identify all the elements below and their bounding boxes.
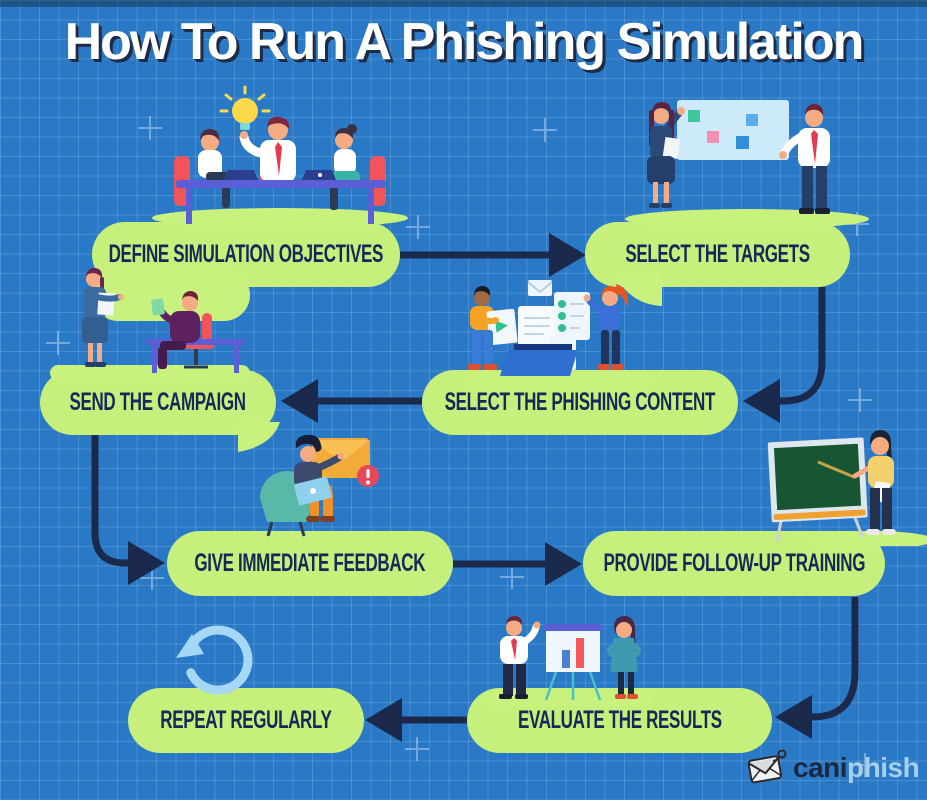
illustration-evaluate (484, 616, 654, 706)
illustration-training (767, 430, 927, 546)
brand-logo: caniphish (746, 748, 920, 788)
envelope-hook-logo-icon (747, 749, 787, 784)
brand-wordmark: caniphish (793, 752, 920, 783)
sticky-board (677, 100, 789, 160)
arrow-targets-to-content-line (779, 287, 826, 405)
arrowhead-to-repeat (365, 698, 402, 742)
page-title: How To Run A Phishing Simulation (64, 13, 865, 71)
lightbulb-icon (219, 85, 271, 130)
step-pill-give-feedback: GIVE IMMEDIATE FEEDBACK (167, 531, 453, 596)
step-label: SELECT THE PHISHING CONTENT (444, 388, 716, 416)
arrowhead-to-send (281, 379, 318, 423)
arrowhead-to-training (545, 542, 582, 586)
illustration-target-board (625, 100, 869, 226)
illustration-phishing-content (464, 272, 662, 386)
arrow-training-to-evaluate-line (811, 597, 859, 721)
arrowhead-to-feedback (128, 541, 165, 585)
step-label: SELECT THE TARGETS (625, 240, 810, 268)
folder-icon (500, 344, 578, 376)
arrowhead-to-content (743, 379, 780, 423)
step-pill-repeat-regularly: REPEAT REGULARLY (128, 688, 364, 753)
step-label: PROVIDE FOLLOW-UP TRAINING (603, 549, 865, 577)
step-label: SEND THE CAMPAIGN (69, 388, 247, 416)
illustration-send-campaign (50, 268, 250, 381)
step-label: EVALUATE THE RESULTS (517, 706, 722, 734)
email-icon (527, 280, 553, 296)
illustration-team-meeting (152, 85, 408, 226)
blackboard (767, 437, 868, 543)
arrowhead-to-targets (549, 233, 586, 277)
illustration-feedback (238, 422, 379, 537)
arrowhead-to-evaluate (775, 695, 812, 739)
arrow-send-to-feedback-line (91, 434, 129, 567)
step-label: GIVE IMMEDIATE FEEDBACK (194, 549, 426, 577)
top-border-strip (0, 0, 927, 7)
flipchart-bar-chart (544, 624, 602, 701)
step-label: REPEAT REGULARLY (160, 706, 332, 734)
brand-word-phish: phish (847, 752, 920, 783)
refresh-icon (176, 625, 253, 695)
brand-word-cani: cani (793, 752, 848, 783)
step-pill-select-targets: SELECT THE TARGETS (585, 222, 850, 287)
step-label: DEFINE SIMULATION OBJECTIVES (108, 240, 384, 268)
